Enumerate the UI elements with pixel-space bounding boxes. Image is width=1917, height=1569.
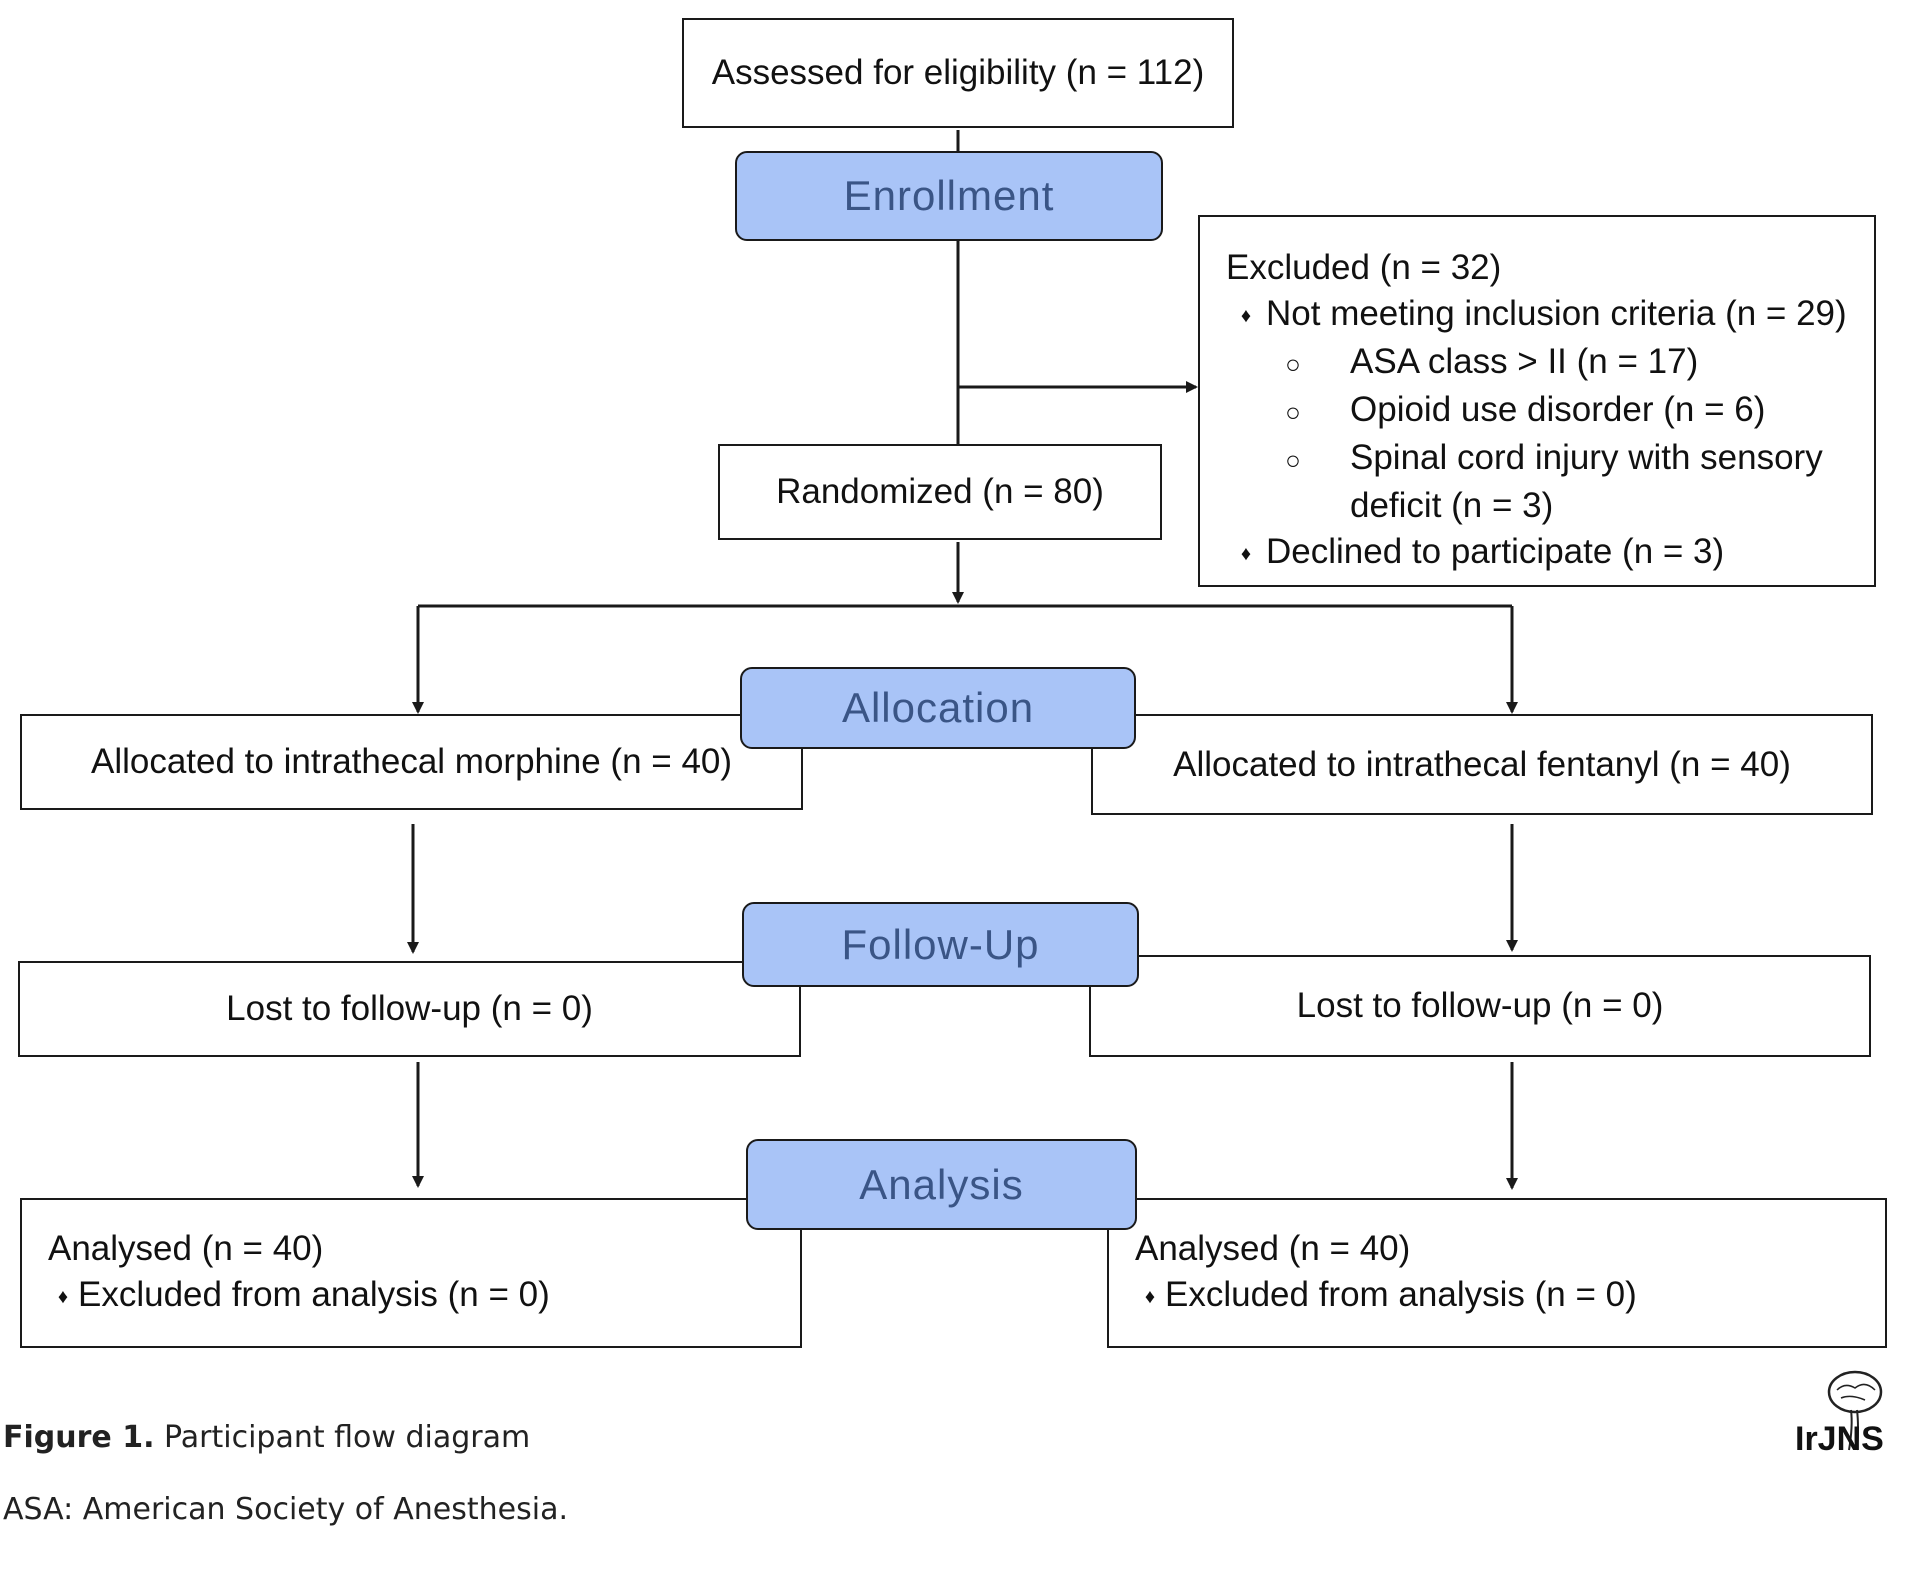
left-lost-box: Lost to follow-up (n = 0) — [18, 961, 801, 1057]
randomized-box: Randomized (n = 80) — [718, 444, 1162, 540]
sub-item-text: Spinal cord injury with sensory — [1350, 437, 1823, 477]
not-meeting-criteria-item: ♦ Not meeting inclusion criteria (n = 29) — [1226, 291, 1874, 339]
left-allocation-text: Allocated to intrathecal morphine (n = 4… — [90, 742, 733, 781]
randomized-text: Randomized (n = 80) — [776, 472, 1104, 511]
declined-item: ♦ Declined to participate (n = 3) — [1226, 529, 1874, 577]
stage-enrollment: Enrollment — [735, 151, 1163, 241]
figure-caption: Figure 1. Participant flow diagram — [3, 1420, 530, 1455]
circle-bullet-icon: ○ — [1285, 396, 1301, 427]
excluded-title: Excluded (n = 32) — [1226, 248, 1502, 287]
declined-text: Declined to participate (n = 3) — [1266, 531, 1725, 571]
stage-allocation: Allocation — [740, 667, 1136, 749]
stage-follow-up: Follow-Up — [742, 902, 1139, 987]
bullet-diamond-icon: ♦ — [57, 1285, 69, 1308]
right-analysed-text: Analysed (n = 40) — [1135, 1229, 1411, 1268]
left-allocation-box: Allocated to intrathecal morphine (n = 4… — [20, 714, 803, 810]
stage-analysis-label: Analysis — [859, 1160, 1024, 1208]
circle-bullet-icon: ○ — [1285, 348, 1301, 379]
left-analysis-box: Analysed (n = 40) ♦ Excluded from analysi… — [20, 1198, 802, 1348]
sub-item: ○ Opioid use disorder (n = 6) — [1226, 387, 1874, 435]
right-excluded-analysis-text: Excluded from analysis (n = 0) — [1165, 1275, 1637, 1314]
right-lost-text: Lost to follow-up (n = 0) — [1296, 986, 1664, 1025]
bullet-diamond-icon: ♦ — [1144, 1285, 1156, 1308]
not-meeting-criteria-text: Not meeting inclusion criteria (n = 29) — [1266, 294, 1847, 333]
excluded-box: Excluded (n = 32) ♦ Not meeting inclusion… — [1198, 215, 1876, 587]
journal-logo-icon: IrJNS — [1795, 1370, 1884, 1458]
left-lost-text: Lost to follow-up (n = 0) — [226, 989, 593, 1028]
circle-bullet-icon: ○ — [1285, 444, 1301, 475]
sub-item: ○ ASA class > II (n = 17) — [1226, 339, 1874, 387]
assessed-text: Assessed for eligibility (n = 112) — [711, 53, 1205, 92]
stage-analysis: Analysis — [746, 1139, 1137, 1230]
sub-item-text: Opioid use disorder (n = 6) — [1350, 389, 1766, 429]
stage-follow-up-label: Follow-Up — [841, 920, 1040, 968]
sub-item-text: ASA class > II (n = 17) — [1350, 341, 1699, 381]
sub-item: ○ Spinal cord injury with sensory — [1226, 435, 1874, 483]
bullet-diamond-icon: ♦ — [1240, 304, 1252, 327]
figure-title: Participant flow diagram — [164, 1420, 531, 1455]
sub-item-text: deficit (n = 3) — [1350, 485, 1554, 525]
stage-allocation-label: Allocation — [841, 684, 1035, 731]
logo-text: IrJNS — [1795, 1420, 1884, 1458]
sub-item-continuation: deficit (n = 3) — [1226, 483, 1874, 529]
assessed-box: Assessed for eligibility (n = 112) — [682, 18, 1234, 128]
left-excluded-analysis-text: Excluded from analysis (n = 0) — [78, 1275, 550, 1314]
right-lost-box: Lost to follow-up (n = 0) — [1089, 955, 1871, 1057]
bullet-diamond-icon: ♦ — [1240, 542, 1252, 565]
right-allocation-text: Allocated to intrathecal fentanyl (n = 4… — [1173, 744, 1791, 784]
right-analysis-box: Analysed (n = 40) ♦ Excluded from analysi… — [1107, 1198, 1887, 1348]
right-allocation-box: Allocated to intrathecal fentanyl (n = 4… — [1091, 714, 1873, 815]
right-excluded-analysis-item: ♦ Excluded from analysis (n = 0) — [1135, 1272, 1885, 1320]
left-excluded-analysis-item: ♦ Excluded from analysis (n = 0) — [48, 1272, 800, 1320]
figure-label: Figure 1. — [3, 1420, 155, 1455]
left-analysed-text: Analysed (n = 40) — [48, 1229, 324, 1268]
abbreviation-note: ASA: American Society of Anesthesia. — [3, 1492, 568, 1527]
stage-enrollment-label: Enrollment — [843, 172, 1055, 219]
